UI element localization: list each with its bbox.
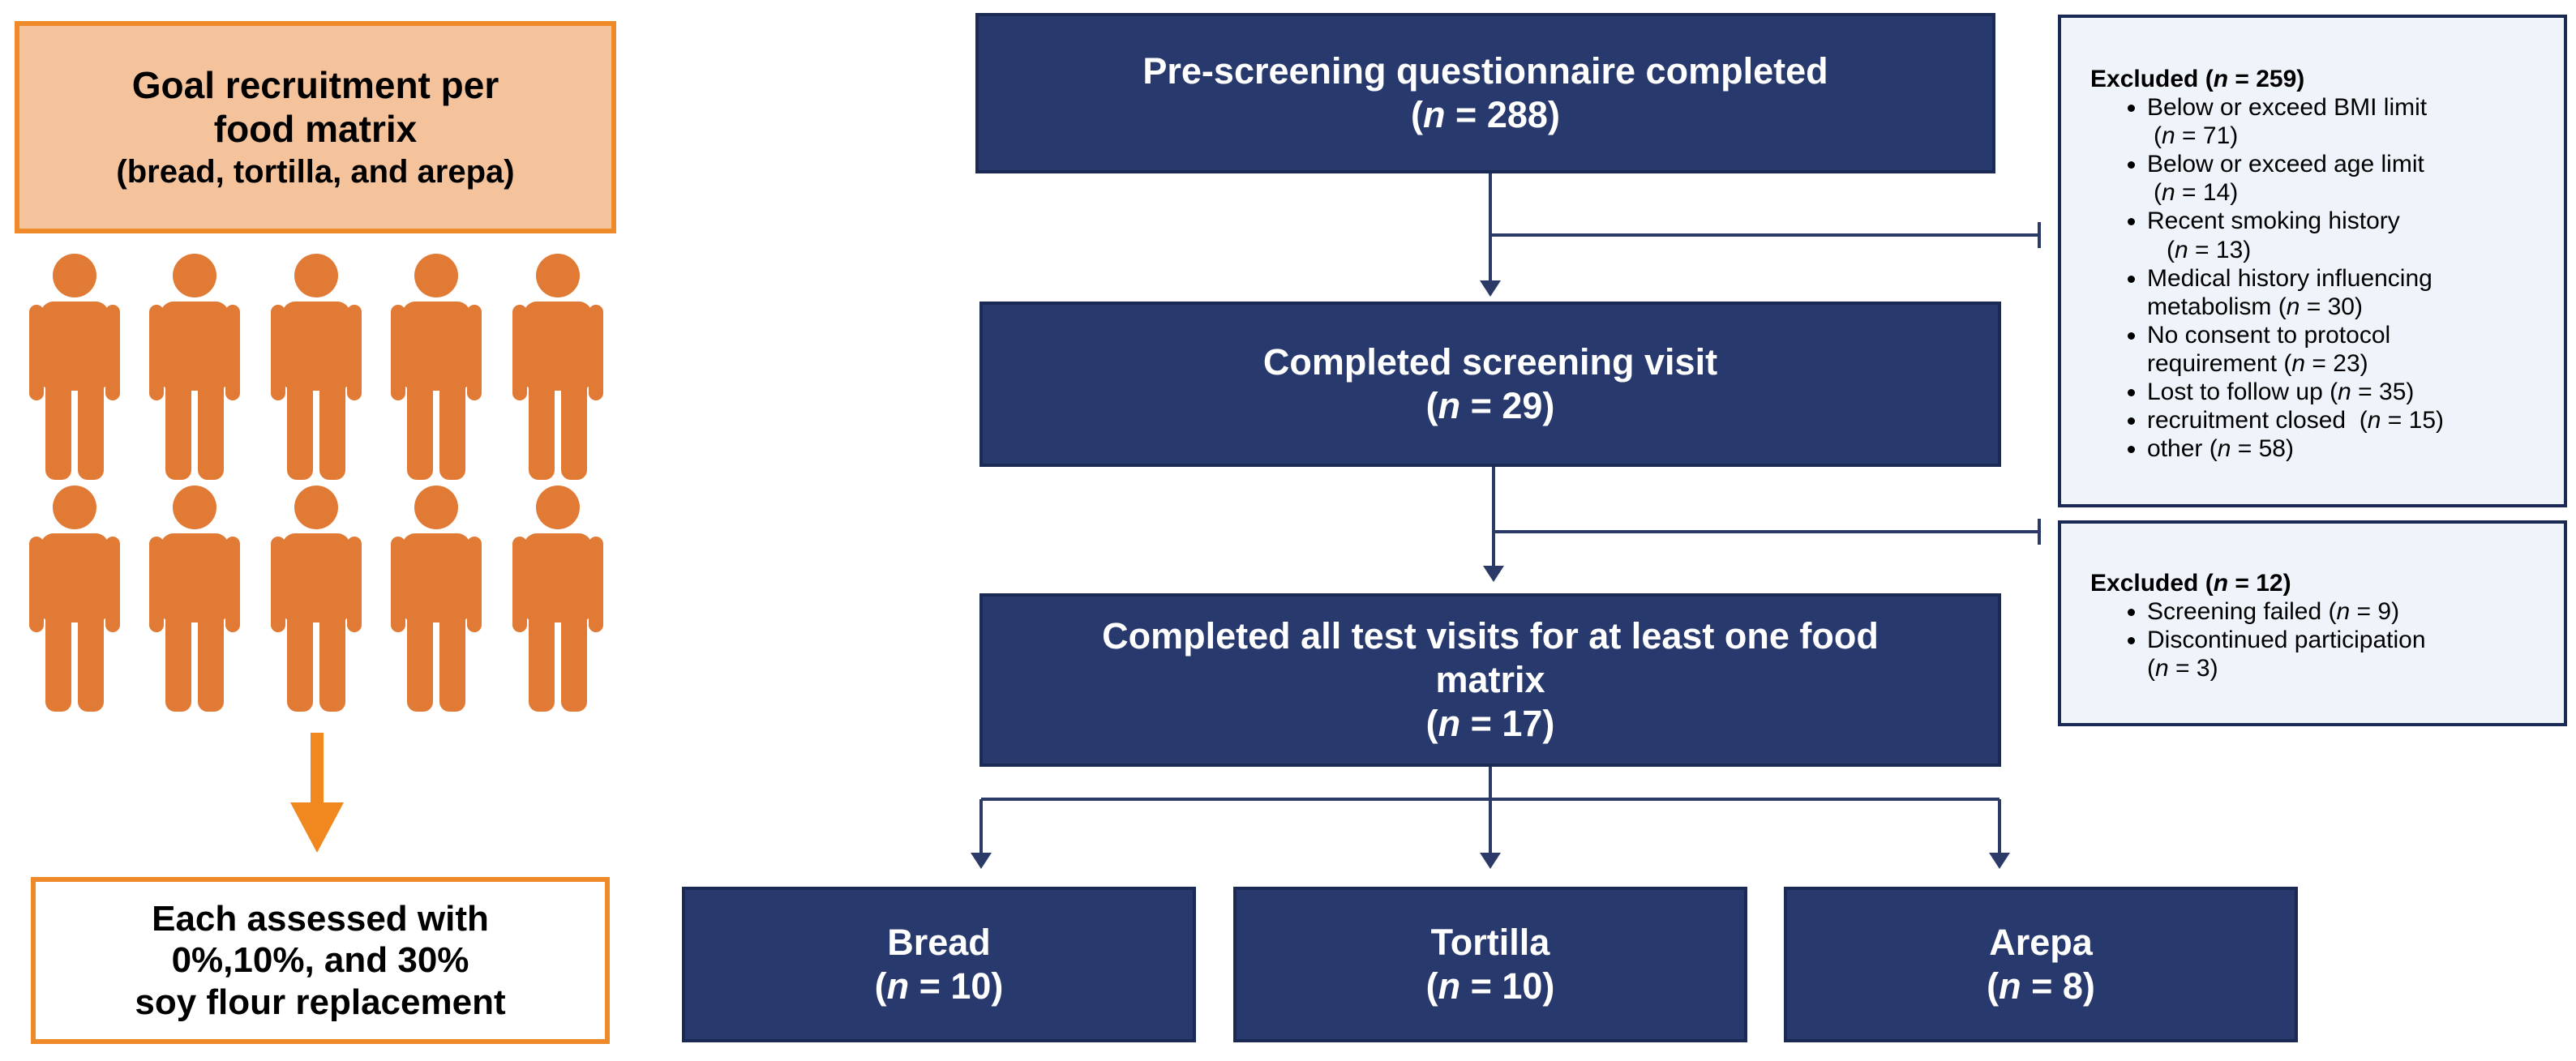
person-icon — [149, 486, 240, 712]
excluded-box-prescreen: Excluded (n = 259) Below or exceed BMI l… — [2058, 15, 2567, 507]
arepa-label: Arepa — [1989, 922, 2093, 963]
tortilla-node: Tortilla (n = 10) — [1233, 887, 1747, 1042]
prescreen-node: Pre-screening questionnaire completed (n… — [975, 13, 1995, 173]
arrowhead-tortilla — [1480, 853, 1501, 869]
excluded-1-title: Excluded (n = 259) — [2090, 66, 2305, 92]
people-icons — [29, 254, 603, 712]
bread-label: Bread — [887, 922, 991, 963]
prescreen-label: Pre-screening questionnaire completed — [1142, 50, 1828, 92]
goal-title-line1: Goal recruitment per — [131, 64, 499, 107]
person-icon — [512, 486, 603, 712]
arrowhead-arepa — [1989, 853, 2010, 869]
excluded-1-item-bmi: Below or exceed BMI limit(n = 71) — [2147, 93, 2548, 150]
excluded-1-item-other: other (n = 58) — [2147, 434, 2548, 463]
assessment-line2: 0%,10%, and 30% — [171, 940, 469, 981]
bread-count: (n = 10) — [874, 965, 1004, 1007]
orange-arrow-shaft — [311, 733, 324, 807]
person-icon — [391, 254, 482, 480]
excluded-1-item-lost: Lost to follow up (n = 35) — [2147, 378, 2548, 406]
screening-count: (n = 29) — [1425, 385, 1555, 426]
excluded-box-screening: Excluded (n = 12) Screening failed (n = … — [2058, 520, 2567, 726]
arepa-node: Arepa (n = 8) — [1784, 887, 2298, 1042]
person-icon — [271, 486, 362, 712]
excluded-1-item-smoking: Recent smoking history(n = 13) — [2147, 207, 2548, 263]
person-icon — [512, 254, 603, 480]
excluded-2-item-discontinued: Discontinued participation(n = 3) — [2147, 626, 2548, 682]
prescreen-count: (n = 288) — [1411, 94, 1560, 135]
tortilla-count: (n = 10) — [1425, 965, 1555, 1007]
person-icon — [29, 486, 120, 712]
excluded-2-item-screening-failed: Screening failed (n = 9) — [2147, 597, 2548, 626]
person-icon — [391, 486, 482, 712]
bread-node: Bread (n = 10) — [682, 887, 1196, 1042]
goal-title-line2: food matrix — [213, 107, 418, 150]
excluded-1-item-age: Below or exceed age limit(n = 14) — [2147, 150, 2548, 207]
person-icon — [271, 254, 362, 480]
test-visits-node: Completed all test visits for at least o… — [979, 593, 2001, 767]
excluded-2-title: Excluded (n = 12) — [2090, 570, 2291, 597]
arrowhead-screening — [1480, 280, 1501, 297]
tortilla-label: Tortilla — [1430, 922, 1550, 963]
arepa-count: (n = 8) — [1987, 965, 2095, 1007]
excluded-1-list: Below or exceed BMI limit(n = 71) Below … — [2090, 93, 2548, 463]
screening-node: Completed screening visit (n = 29) — [979, 302, 2001, 467]
arrowhead-test — [1483, 566, 1504, 582]
assessment-box: Each assessed with 0%,10%, and 30% soy f… — [31, 877, 610, 1044]
goal-recruitment-box: Goal recruitment per food matrix (bread,… — [15, 21, 616, 233]
excluded-1-item-closed: recruitment closed (n = 15) — [2147, 406, 2548, 434]
orange-arrow-head — [290, 802, 344, 853]
arrowhead-bread — [971, 853, 992, 869]
excluded-2-list: Screening failed (n = 9) Discontinued pa… — [2090, 597, 2548, 682]
assessment-line1: Each assessed with — [152, 899, 489, 939]
assessment-line3: soy flour replacement — [135, 982, 506, 1022]
test-visits-label-line2: matrix — [1435, 659, 1545, 700]
goal-subtitle: (bread, tortilla, and arepa) — [116, 153, 515, 190]
screening-label: Completed screening visit — [1262, 341, 1718, 383]
test-visits-label-line1: Completed all test visits for at least o… — [1102, 615, 1879, 657]
person-icon — [149, 254, 240, 480]
test-visits-count: (n = 17) — [1425, 703, 1555, 744]
person-icon — [29, 254, 120, 480]
